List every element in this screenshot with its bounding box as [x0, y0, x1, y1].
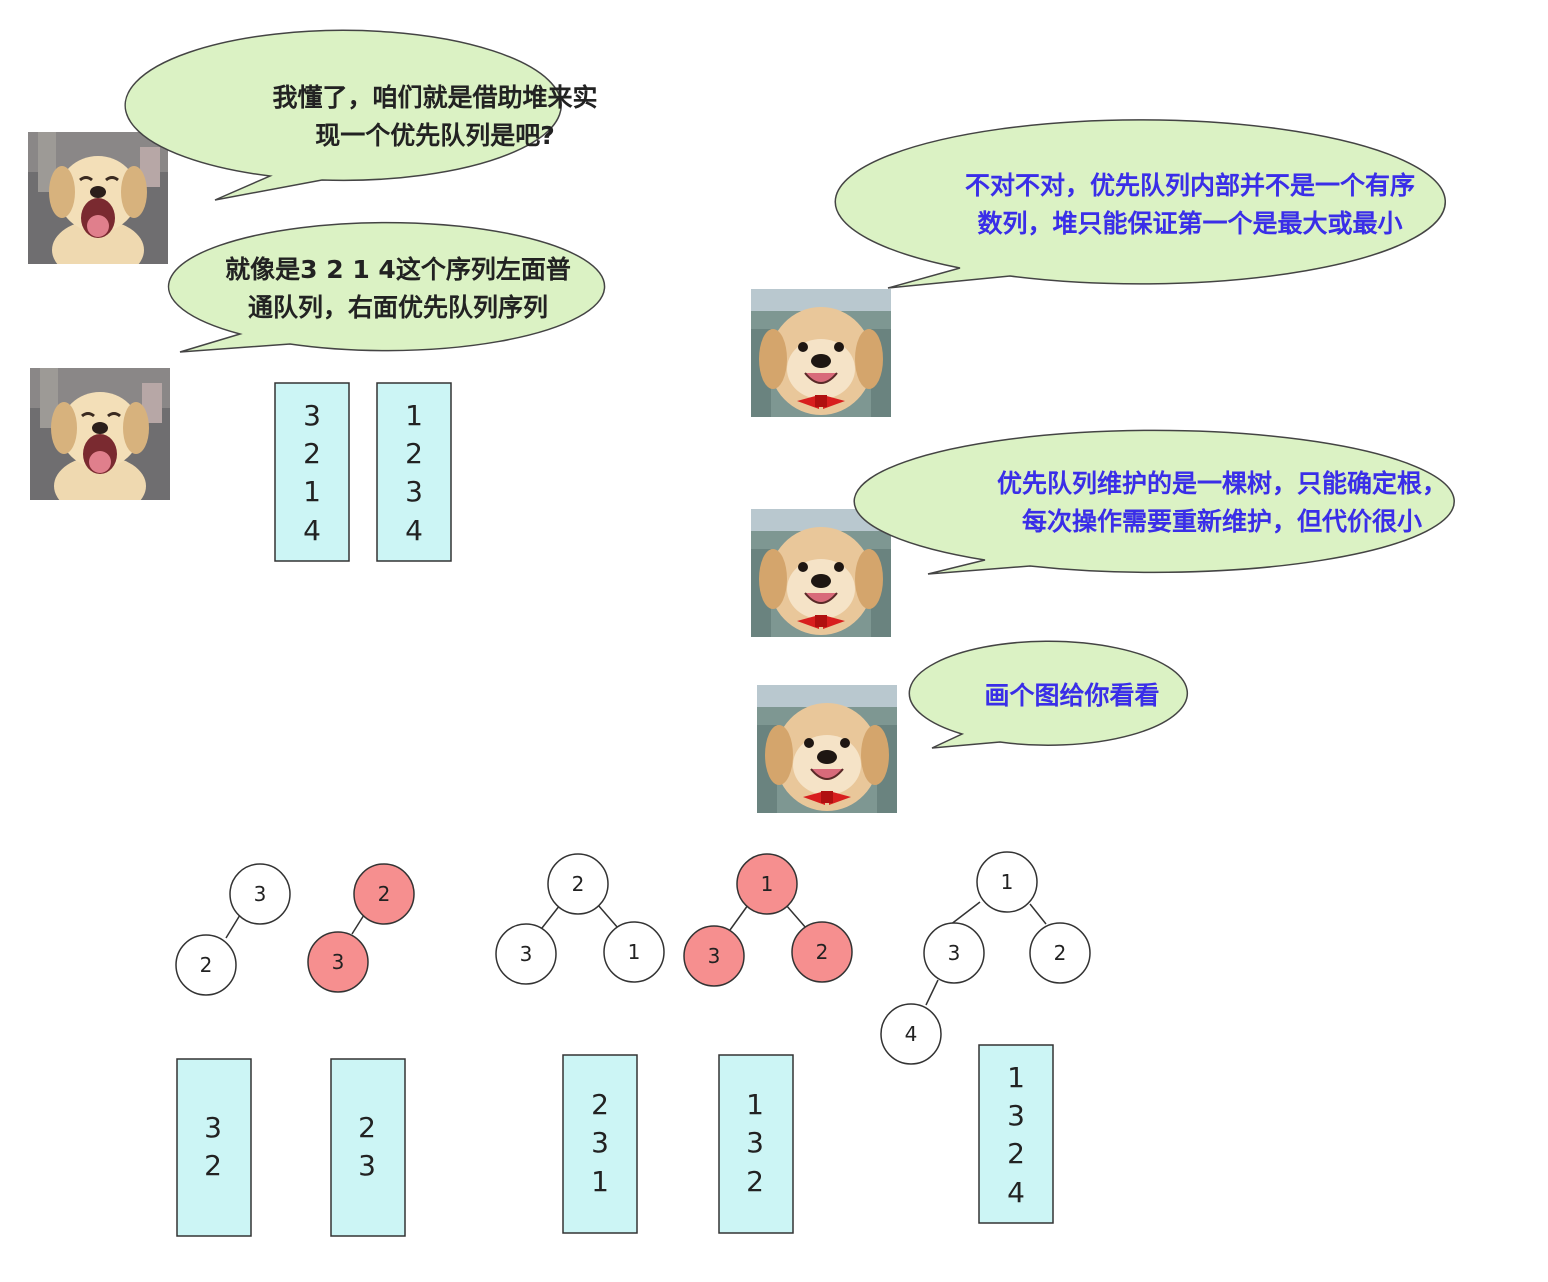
- heap-array-item: 1: [591, 1165, 609, 1198]
- normal-queue-item: 3: [303, 399, 321, 432]
- heap-step-4: 1 3 2: [683, 853, 853, 987]
- heap-node: [547, 853, 609, 915]
- heap-node-swapped: [791, 921, 853, 983]
- bubble-left-1-line1: 我懂了，咱们就是借助堆来实: [272, 83, 597, 112]
- puppy-yawning-image-2: [30, 368, 170, 500]
- priority-queue-item: 2: [405, 437, 423, 470]
- heap-array-step-3: 2 3 1: [562, 1054, 638, 1234]
- priority-queue-item: 1: [405, 399, 423, 432]
- heap-node-label: 2: [1054, 941, 1067, 965]
- heap-node: [880, 1003, 942, 1065]
- heap-node-swapped: [736, 853, 798, 915]
- speech-bubble-right-2: 优先队列维护的是一棵树，只能确定根， 每次操作需要重新维护，但代价很小: [853, 429, 1455, 575]
- heap-array-step-1: 3 2: [176, 1058, 252, 1237]
- normal-queue-item: 4: [303, 514, 321, 547]
- speech-bubble-left-2: 就像是3 2 1 4这个序列左面普 通队列，右面优先队列序列: [167, 221, 606, 353]
- puppy-yawning-image-1: [28, 132, 168, 264]
- heap-array-item: 2: [591, 1088, 609, 1121]
- speech-bubble-right-1: 不对不对，优先队列内部并不是一个有序 数列，堆只能保证第一个是最大或最小: [834, 119, 1446, 289]
- puppy-bowtie-image-1: [750, 289, 892, 417]
- heap-array-step-2: 2 3: [330, 1058, 406, 1237]
- heap-array-item: 3: [204, 1111, 222, 1144]
- heap-node: [175, 934, 237, 996]
- heap-node-label: 3: [708, 944, 721, 968]
- speech-bubble-left-1: 我懂了，咱们就是借助堆来实 现一个优先队列是吧?: [124, 29, 598, 201]
- bubble-left-2-line2: 通队列，右面优先队列序列: [248, 293, 548, 322]
- heap-node-label: 2: [816, 940, 829, 964]
- priority-queue-item: 4: [405, 514, 423, 547]
- normal-queue-item: 1: [303, 475, 321, 508]
- heap-array-item: 2: [358, 1111, 376, 1144]
- heap-node: [923, 922, 985, 984]
- heap-node-swapped: [307, 931, 369, 993]
- heap-array-item: 2: [1007, 1137, 1025, 1170]
- heap-array-item: 3: [1007, 1099, 1025, 1132]
- heap-node-label: 3: [332, 950, 345, 974]
- heap-node: [976, 851, 1038, 913]
- heap-node-swapped: [683, 925, 745, 987]
- heap-array-item: 4: [1007, 1176, 1025, 1209]
- heap-step-2: 2 3: [307, 863, 415, 993]
- normal-queue-box: 3 2 1 4: [274, 382, 350, 562]
- bubble-left-1-line2: 现一个优先队列是吧?: [315, 121, 555, 150]
- heap-step-1: 3 2: [175, 863, 291, 996]
- heap-node-label: 3: [254, 882, 267, 906]
- heap-node-label: 2: [572, 872, 585, 896]
- bubble-left-2-line1: 就像是3 2 1 4这个序列左面普: [225, 255, 571, 284]
- heap-node-label: 3: [948, 941, 961, 965]
- bubble-right-2-line2: 每次操作需要重新维护，但代价很小: [1022, 507, 1422, 536]
- heap-node-label: 1: [1001, 870, 1014, 894]
- heap-node-label: 1: [628, 940, 641, 964]
- heap-node: [603, 921, 665, 983]
- heap-array-item: 2: [204, 1149, 222, 1182]
- speech-bubble-right-3: 画个图给你看看: [908, 640, 1189, 749]
- puppy-bowtie-image-2: [750, 509, 892, 637]
- heap-node: [495, 923, 557, 985]
- heap-step-5: 1 3 2 4: [880, 851, 1091, 1065]
- heap-node-label: 2: [378, 882, 391, 906]
- heap-node-label: 1: [761, 872, 774, 896]
- normal-queue-item: 2: [303, 437, 321, 470]
- heap-node-label: 3: [520, 942, 533, 966]
- heap-node: [1029, 922, 1091, 984]
- heap-array-item: 3: [358, 1149, 376, 1182]
- heap-array-item: 2: [746, 1165, 764, 1198]
- heap-node: [229, 863, 291, 925]
- heap-array-step-5: 1 3 2 4: [978, 1044, 1054, 1224]
- heap-node-label: 2: [200, 953, 213, 977]
- priority-queue-item: 3: [405, 475, 423, 508]
- heap-array-item: 3: [746, 1126, 764, 1159]
- heap-array-item: 3: [591, 1126, 609, 1159]
- bubble-right-3-line1: 画个图给你看看: [984, 681, 1159, 710]
- heap-array-item: 1: [746, 1088, 764, 1121]
- heap-array-step-4: 1 3 2: [718, 1054, 794, 1234]
- heap-node-label: 4: [905, 1022, 918, 1046]
- heap-step-3: 2 3 1: [495, 853, 665, 985]
- heap-array-item: 1: [1007, 1061, 1025, 1094]
- puppy-bowtie-image-3: [756, 685, 898, 813]
- bubble-right-2-line1: 优先队列维护的是一棵树，只能确定根，: [997, 469, 1447, 498]
- bubble-right-1-line2: 数列，堆只能保证第一个是最大或最小: [977, 209, 1402, 238]
- bubble-right-1-line1: 不对不对，优先队列内部并不是一个有序: [965, 171, 1415, 200]
- priority-queue-box: 1 2 3 4: [376, 382, 452, 562]
- heap-node-swapped: [353, 863, 415, 925]
